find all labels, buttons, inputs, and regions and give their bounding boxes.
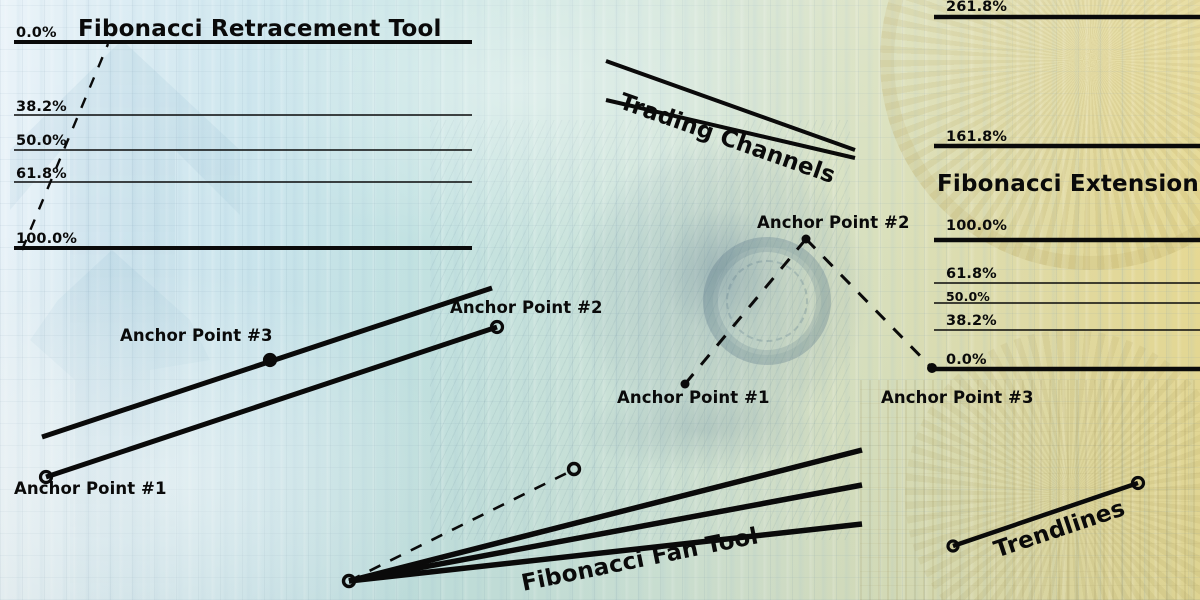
retracement-label-50: 50.0% — [16, 133, 67, 149]
retracement-trend-dashed — [20, 43, 110, 251]
trading-channel-lines — [605, 59, 856, 160]
anchor-label-channel-3: Anchor Point #3 — [120, 326, 273, 345]
banknote-right-texture — [860, 380, 1200, 600]
channel-upper-line — [605, 59, 856, 152]
fan-ray-2 — [348, 482, 863, 584]
fan-ray-1 — [348, 447, 863, 584]
anchor-marker-trendline-start — [946, 539, 960, 553]
anchor-label-extension-1: Anchor Point #1 — [617, 388, 770, 407]
extension-leg-2-3 — [804, 237, 934, 370]
extension-label-50: 50.0% — [946, 289, 990, 304]
channel-lower-line — [605, 98, 856, 160]
extension-leg-1-2 — [683, 238, 808, 385]
anchor-marker-extension-2 — [801, 234, 811, 244]
anchor-marker-fan-end — [566, 461, 582, 477]
anchor-label-extension-3: Anchor Point #3 — [881, 388, 1034, 407]
anchor-marker-channel-2 — [489, 319, 505, 335]
trendline-group — [946, 475, 1146, 553]
fibonacci-fan-lines — [341, 447, 863, 589]
extension-label-100: 100.0% — [946, 218, 1007, 234]
channel-line-lower-left — [45, 324, 498, 480]
retracement-level-lines — [14, 40, 472, 251]
anchor-label-channel-1: Anchor Point #1 — [14, 479, 167, 498]
retracement-label-382: 38.2% — [16, 99, 67, 115]
extension-label-618: 61.8% — [946, 266, 997, 282]
extension-label-0: 0.0% — [946, 352, 987, 368]
extension-level-lines — [934, 14, 1200, 372]
retracement-label-618: 61.8% — [16, 166, 67, 182]
extension-label-382: 38.2% — [946, 313, 997, 329]
anchor-marker-extension-1 — [680, 379, 690, 389]
anchor-label-extension-2: Anchor Point #2 — [757, 213, 910, 232]
anchor-marker-channel-1 — [38, 469, 54, 485]
extension-zigzag — [680, 234, 937, 389]
anchor-marker-channel-3 — [262, 352, 278, 368]
fan-dashed-ray — [348, 468, 574, 583]
extension-label-2618: 261.8% — [946, 0, 1007, 15]
anchor-marker-trendline-end — [1130, 475, 1146, 491]
channel-parallel-lines-left — [38, 285, 505, 485]
treasury-seal-graphic — [703, 237, 831, 365]
extension-label-1618: 161.8% — [946, 129, 1007, 145]
retracement-tool-title: Fibonacci Retracement Tool — [78, 16, 442, 42]
anchor-marker-fan-origin — [341, 573, 357, 589]
retracement-label-100: 100.0% — [16, 231, 77, 247]
extension-tool-title: Fibonacci Extension Tool — [937, 171, 1200, 197]
anchor-label-channel-2: Anchor Point #2 — [450, 298, 603, 317]
fan-ray-3 — [348, 521, 863, 584]
retracement-label-0: 0.0% — [16, 25, 57, 41]
trendline-segment — [952, 480, 1139, 549]
